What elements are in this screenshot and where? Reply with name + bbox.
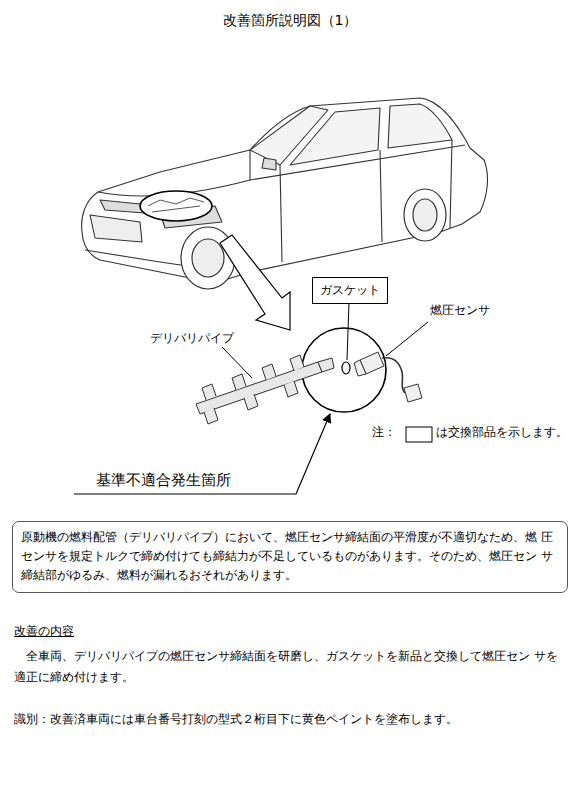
car-drawing-part	[250, 145, 465, 180]
part-label: デリバリパイプ	[150, 331, 234, 347]
description-box: 原動機の燃料配管（デリバリパイプ）において、燃圧センサ締結面の平滑度が不適切なた…	[12, 521, 568, 593]
part-label: 基準不適合発生箇所	[96, 471, 231, 491]
car-wheels-part	[413, 199, 437, 231]
fuel-pressure-sensor-part	[354, 360, 366, 376]
car-wheels	[181, 189, 446, 289]
leader-lines-part	[347, 302, 349, 360]
car-drawing-part	[290, 108, 380, 165]
nonconformity-pointer-part	[74, 414, 330, 494]
zoom-arrow-part	[220, 235, 290, 330]
car-drawing	[82, 98, 488, 283]
gasket	[342, 362, 350, 374]
fuel-pressure-sensor-part	[404, 384, 422, 402]
engine-callout	[140, 191, 212, 221]
car-drawing-part	[90, 215, 142, 242]
car-drawing-part	[280, 140, 452, 262]
node-text: ガスケット	[320, 281, 380, 300]
part-label: は交換部品を示します。	[436, 425, 568, 441]
fuel-pressure-sensor	[354, 352, 422, 402]
note-box-part	[406, 427, 432, 442]
body-text: 識別：改善済車両には車台番号打刻の型式２桁目下に黄色ペイントを塗布します。	[14, 712, 458, 728]
nonconformity-pointer	[74, 414, 330, 494]
car-drawing-part	[98, 150, 250, 196]
engine-callout-part	[148, 198, 204, 212]
zoom-arrow	[220, 235, 290, 330]
delivery-pipe-part	[204, 381, 298, 424]
body-text: 全車両、デリバリパイプの燃圧センサ締結面を研磨し、ガスケットを新品と交換して燃圧…	[14, 646, 566, 688]
leader-lines-part	[222, 347, 252, 378]
car-wheels-part	[181, 227, 235, 289]
leader-lines-part	[386, 322, 428, 356]
part-label: 燃圧センサ	[430, 303, 490, 319]
delivery-pipe-part	[196, 362, 322, 414]
diagram-title: 改善箇所説明図（1）	[0, 10, 580, 30]
car-drawing-part	[388, 104, 452, 148]
part-label: 注：	[372, 425, 396, 441]
delivery-pipe-part	[318, 358, 334, 372]
section-heading: 改善の内容	[14, 624, 74, 640]
leader-lines	[222, 302, 428, 378]
car-drawing-part	[82, 98, 488, 283]
car-wheels-part	[192, 239, 224, 277]
node-text: 原動機の燃料配管（デリバリパイプ）において、燃圧センサ締結面の平滑度が不適切なた…	[21, 528, 559, 586]
car-drawing-part	[262, 158, 276, 170]
car-wheels-part	[404, 189, 446, 241]
gasket-part	[342, 362, 350, 374]
note-box	[406, 427, 432, 442]
delivery-pipe	[196, 355, 334, 424]
engine-callout-part	[140, 191, 212, 221]
part-callout-box: ガスケット	[312, 277, 388, 304]
